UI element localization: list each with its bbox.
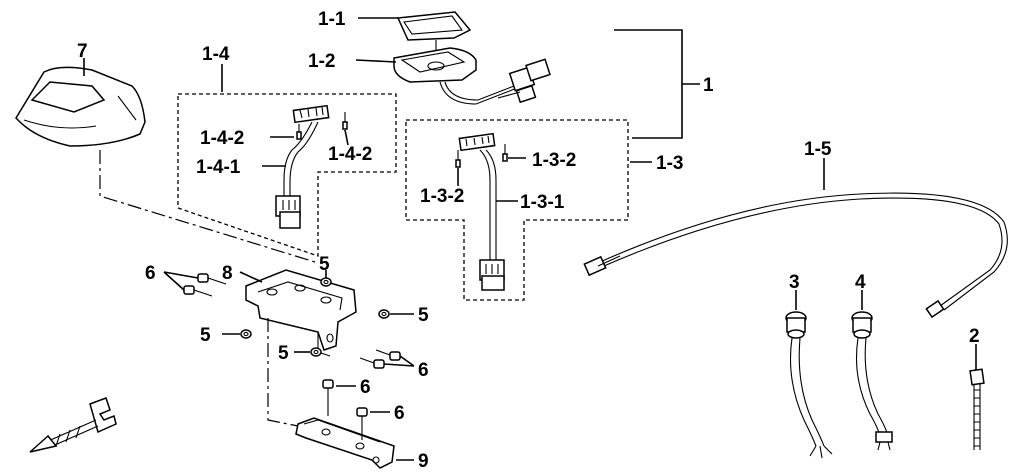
part-9-lower-bracket <box>295 417 395 469</box>
leader-1-4-2b <box>344 129 349 146</box>
nut-5-right <box>378 309 390 319</box>
label-6c: 6 <box>360 377 371 398</box>
label-5d: 5 <box>278 343 289 364</box>
label-9: 9 <box>418 451 429 472</box>
pin-1-3-2-right <box>502 144 508 162</box>
box-1-3 <box>405 119 629 301</box>
label-6a: 6 <box>145 263 156 284</box>
label-7: 7 <box>77 41 88 62</box>
leader-8 <box>239 271 263 283</box>
part-8-meter-bracket <box>245 269 357 357</box>
label-5b: 5 <box>418 305 429 326</box>
label-5c: 5 <box>200 325 211 346</box>
label-1: 1 <box>703 75 714 96</box>
label-3: 3 <box>789 272 800 293</box>
assembly-line-7 <box>99 150 316 263</box>
pin-1-4-2-left <box>296 124 302 140</box>
box-1-4 <box>177 93 397 257</box>
assembly-line-9 <box>267 318 299 427</box>
leader-6a <box>163 271 199 291</box>
pin-1-3-2-left <box>455 150 461 168</box>
bolt-6-lower-a <box>322 379 334 416</box>
part-7-meter-cover <box>15 66 146 147</box>
label-1-1: 1-1 <box>318 9 346 30</box>
label-5a: 5 <box>319 254 330 275</box>
label-1-3-2b: 1-3-2 <box>532 150 576 171</box>
bolt-6-lower-b <box>356 407 368 440</box>
leader-6b <box>383 355 415 367</box>
label-6d: 6 <box>394 403 405 424</box>
label-1-3-1: 1-3-1 <box>520 192 565 213</box>
label-1-2: 1-2 <box>308 51 335 72</box>
part-2-cable-tie <box>969 368 985 450</box>
part-1-1-meter-lens <box>396 11 472 41</box>
front-direction-arrow-icon <box>29 397 117 453</box>
leader-1-2 <box>355 59 397 63</box>
nut-5-bottom <box>310 347 322 357</box>
label-8: 8 <box>222 263 233 284</box>
part-1-2-meter-assy <box>393 47 551 105</box>
label-1-5: 1-5 <box>804 139 832 160</box>
label-1-3: 1-3 <box>656 153 683 174</box>
label-1-4: 1-4 <box>202 44 230 65</box>
nut-5-top <box>320 277 332 287</box>
part-4-indicator-lamp <box>851 311 893 451</box>
label-2: 2 <box>969 326 980 347</box>
part-1-4-1-harness <box>275 104 330 229</box>
label-1-3-2a: 1-3-2 <box>420 186 464 207</box>
part-3-indicator-lamp <box>785 311 833 459</box>
label-1-4-1: 1-4-1 <box>196 157 241 178</box>
label-1-4-2b: 1-4-2 <box>328 144 372 165</box>
pin-1-4-2-right <box>342 112 348 130</box>
bracket-1 <box>614 29 683 139</box>
nut-5-left <box>240 329 252 339</box>
label-6b: 6 <box>418 360 429 381</box>
label-1-4-2a: 1-4-2 <box>200 128 244 149</box>
part-1-3-1-harness <box>458 132 505 291</box>
part-1-5-speedometer-cable <box>583 192 1008 319</box>
label-4: 4 <box>855 272 866 293</box>
